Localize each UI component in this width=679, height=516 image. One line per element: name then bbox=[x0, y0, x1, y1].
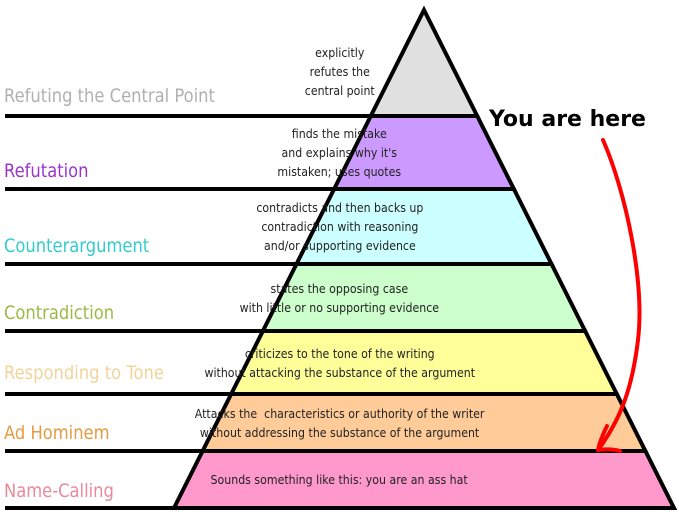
level-description: contradicts and then backs up contradict… bbox=[0, 198, 679, 255]
level-description-text: criticizes to the tone of the writing wi… bbox=[204, 345, 475, 380]
level-description: explicitly refutes the central point bbox=[0, 43, 679, 100]
level-description-text: finds the mistake and explains why it's … bbox=[277, 126, 402, 179]
level-label: Responding to Tone bbox=[4, 362, 164, 384]
level-description-text: states the opposing case with little or … bbox=[239, 280, 440, 315]
pyramid-band-6 bbox=[170, 449, 678, 510]
level-description: Attacks the characteristics or authority… bbox=[0, 404, 679, 442]
level-label: Refutation bbox=[4, 160, 89, 182]
red-arrow-icon bbox=[596, 138, 642, 453]
level-label: Counterargument bbox=[4, 235, 150, 257]
level-description: finds the mistake and explains why it's … bbox=[0, 124, 679, 181]
level-description: Sounds something like this: you are an a… bbox=[0, 470, 679, 489]
level-description: states the opposing case with little or … bbox=[0, 279, 679, 317]
level-description-text: explicitly refutes the central point bbox=[304, 44, 375, 98]
level-description-text: contradicts and then backs up contradict… bbox=[255, 200, 423, 253]
you-are-here-annotation: You are here bbox=[489, 107, 646, 132]
level-label: Contradiction bbox=[4, 302, 115, 324]
level-label: Refuting the Central Point bbox=[4, 85, 215, 107]
level-label: Name-Calling bbox=[4, 480, 114, 502]
level-description-text: Sounds something like this: you are an a… bbox=[210, 472, 469, 487]
level-description-text: Attacks the characteristics or authority… bbox=[194, 405, 485, 440]
level-description: criticizes to the tone of the writing wi… bbox=[0, 344, 679, 382]
level-label: Ad Hominem bbox=[4, 422, 110, 444]
